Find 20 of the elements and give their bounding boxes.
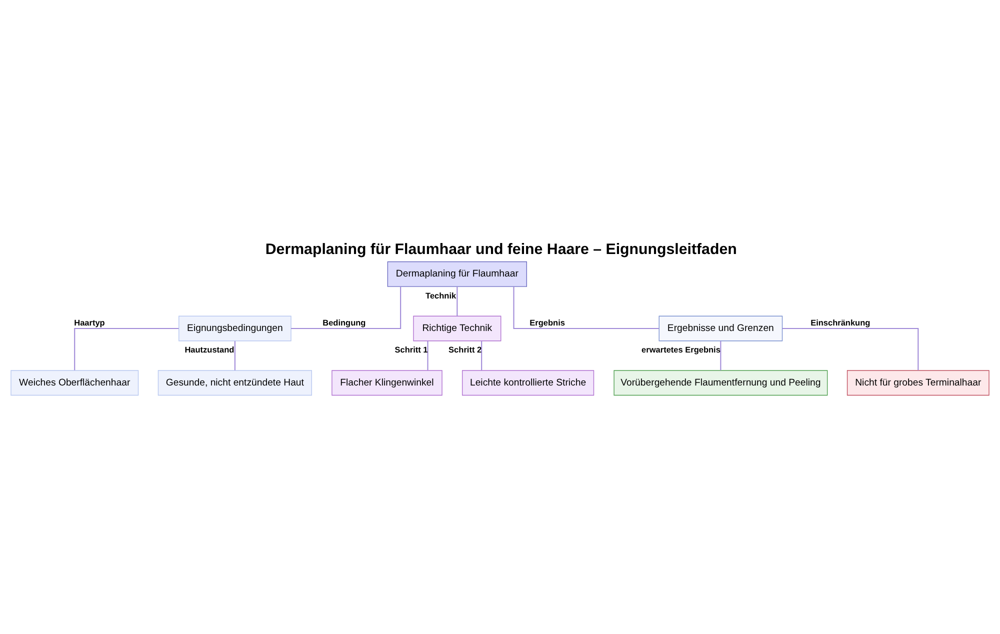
connector <box>481 340 482 370</box>
node-box: Leichte kontrollierte Striche <box>462 370 594 396</box>
connector <box>456 286 458 316</box>
connector <box>720 340 722 370</box>
node-box: Eignungsbedingungen <box>178 315 292 341</box>
node-box: Weiches Oberflächenhaar <box>10 370 139 396</box>
connector <box>74 328 179 370</box>
node-box: Richtige Technik <box>413 315 502 341</box>
node-box: Dermaplaning für Flaumhaar <box>387 260 527 286</box>
connector <box>427 340 428 370</box>
node-box: Nicht für grobes Terminalhaar <box>846 370 990 396</box>
node-box: Vorübergehende Flaumentfernung und Peeling <box>614 370 828 396</box>
diagram-title: Dermaplaning für Flaumhaar und feine Haare – Eignungsleitfaden <box>265 240 737 258</box>
connector <box>291 286 402 329</box>
node-box: Ergebnisse und Grenzen <box>658 315 783 341</box>
node-box: Flacher Klingenwinkel <box>332 370 442 396</box>
connector <box>782 328 919 370</box>
node-box: Gesunde, nicht entzündete Haut <box>158 370 312 396</box>
connector <box>513 286 659 329</box>
connector <box>234 340 236 370</box>
